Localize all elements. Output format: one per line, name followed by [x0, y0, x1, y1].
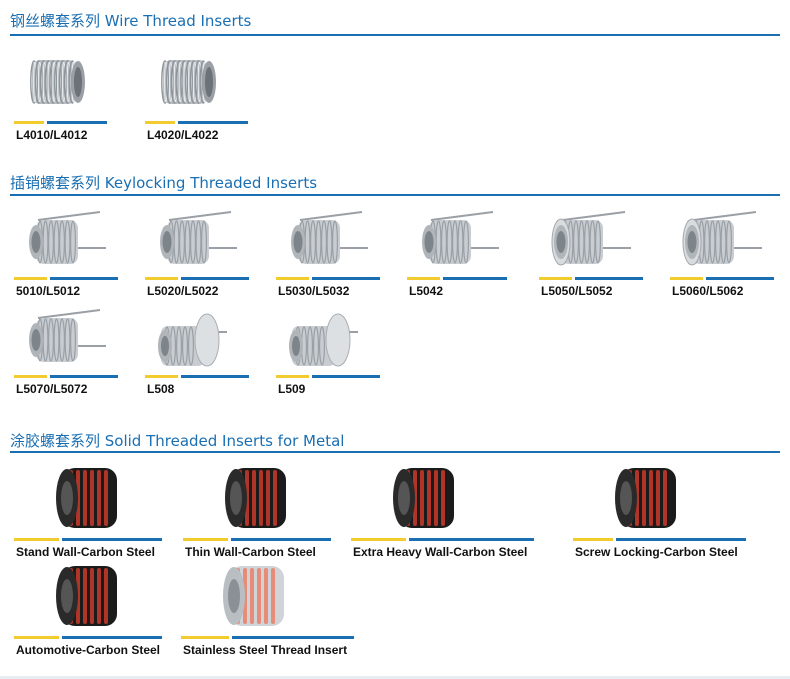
coated-insert-icon	[14, 564, 164, 630]
product-label: Thin Wall-Carbon Steel	[185, 545, 316, 559]
coated-insert-icon	[573, 466, 723, 532]
accent-bar-blue	[178, 121, 248, 124]
product-label: Stand Wall-Carbon Steel	[16, 545, 155, 559]
keylocking-insert-icon	[14, 306, 114, 370]
accent-bar-blue	[47, 121, 107, 124]
product-label: Extra Heavy Wall-Carbon Steel	[353, 545, 528, 559]
accent-bar-yellow	[407, 277, 440, 280]
accent-bar-blue	[62, 538, 162, 541]
flanged-insert-icon	[276, 306, 376, 370]
accent-bar-yellow	[145, 277, 178, 280]
product-label: L5050/L5052	[541, 284, 613, 298]
wire-coil-icon	[14, 52, 114, 116]
accent-bar-yellow	[14, 375, 47, 378]
accent-bar-yellow	[183, 538, 228, 541]
product-label: L5060/L5062	[672, 284, 744, 298]
keylocking-insert-icon	[539, 208, 639, 272]
product-label: L508	[147, 382, 175, 396]
coated-insert-icon	[14, 466, 164, 532]
section-title-keylocking: 插销螺套系列 Keylocking Threaded Inserts	[10, 174, 318, 192]
product-label: Automotive-Carbon Steel	[16, 643, 161, 657]
accent-bar-blue	[312, 375, 380, 378]
accent-bar-yellow	[14, 277, 47, 280]
accent-bar-yellow	[145, 121, 175, 124]
keylocking-insert-icon	[145, 208, 245, 272]
accent-bar-blue	[706, 277, 774, 280]
accent-bar-blue	[409, 538, 534, 541]
accent-bar-blue	[50, 375, 118, 378]
accent-bar-blue	[181, 375, 249, 378]
accent-bar-blue	[575, 277, 643, 280]
coated-insert-icon	[351, 466, 501, 532]
keylocking-insert-icon	[276, 208, 376, 272]
product-label: Stainless Steel Thread Insert	[183, 643, 348, 657]
accent-bar-blue	[181, 277, 249, 280]
product-label: 5010/L5012	[16, 284, 81, 298]
accent-bar-blue	[62, 636, 162, 639]
section-divider	[10, 194, 780, 196]
product-label: L509	[278, 382, 306, 396]
accent-bar-yellow	[14, 538, 59, 541]
accent-bar-blue	[616, 538, 746, 541]
wire-coil-icon	[145, 52, 245, 116]
accent-bar-yellow	[181, 636, 229, 639]
accent-bar-blue	[50, 277, 118, 280]
accent-bar-yellow	[14, 636, 59, 639]
product-label: L5030/L5032	[278, 284, 350, 298]
stainless-insert-icon	[181, 564, 331, 630]
accent-bar-yellow	[573, 538, 613, 541]
accent-bar-yellow	[276, 375, 309, 378]
keylocking-insert-icon	[407, 208, 507, 272]
accent-bar-blue	[312, 277, 380, 280]
accent-bar-blue	[232, 636, 354, 639]
section-divider	[10, 34, 780, 36]
product-label: L5042	[409, 284, 444, 298]
product-label: L5070/L5072	[16, 382, 88, 396]
footer-strip	[0, 676, 790, 679]
product-label: L4010/L4012	[16, 128, 88, 142]
flanged-insert-icon	[145, 306, 245, 370]
product-label: L5020/L5022	[147, 284, 219, 298]
accent-bar-yellow	[351, 538, 406, 541]
accent-bar-yellow	[276, 277, 309, 280]
accent-bar-yellow	[14, 121, 44, 124]
section-divider	[10, 451, 780, 453]
keylocking-insert-icon	[670, 208, 770, 272]
coated-insert-icon	[183, 466, 333, 532]
keylocking-insert-icon	[14, 208, 114, 272]
accent-bar-yellow	[539, 277, 572, 280]
accent-bar-yellow	[670, 277, 703, 280]
accent-bar-blue	[443, 277, 507, 280]
section-title-solid: 涂胶螺套系列 Solid Threaded Inserts for Metal	[10, 432, 345, 450]
accent-bar-blue	[231, 538, 331, 541]
accent-bar-yellow	[145, 375, 178, 378]
section-title-wire: 钢丝螺套系列 Wire Thread Inserts	[10, 12, 252, 30]
product-label: Screw Locking-Carbon Steel	[575, 545, 738, 559]
product-label: L4020/L4022	[147, 128, 219, 142]
